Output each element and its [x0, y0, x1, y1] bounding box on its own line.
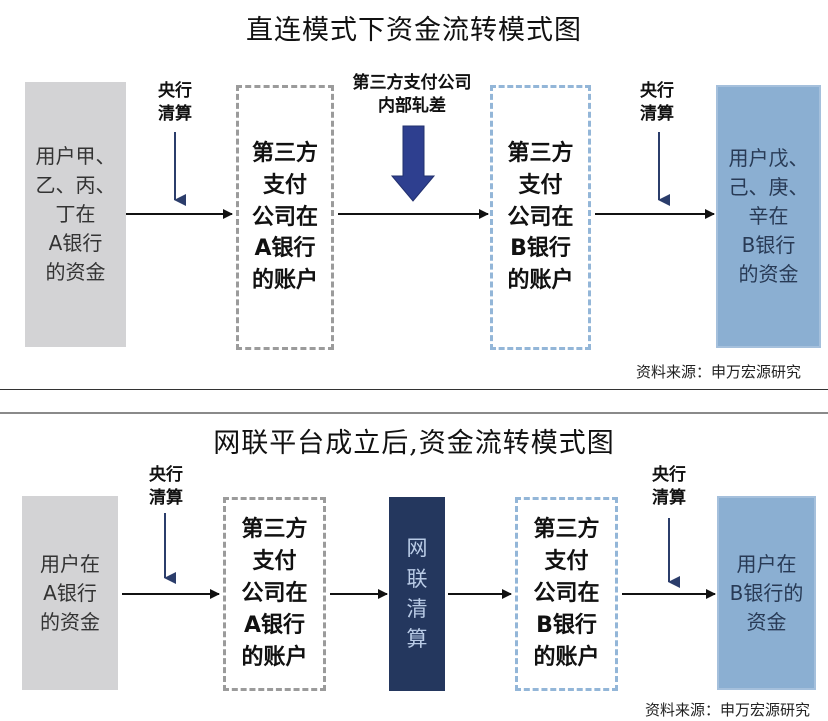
diagram1-title: 直连模式下资金流转模式图 — [246, 15, 582, 46]
node-label: 第三方 支付 公司在 B银行 的账户 — [533, 517, 600, 670]
label-central-bank-clearing-2: 央行 清算 — [652, 465, 686, 508]
node-label: 用户戊、 己、庚、 辛在 B银行 的资金 — [728, 146, 809, 286]
node-label: 第三方 支付 公司在 A银行 的账户 — [241, 517, 308, 670]
divider-top — [0, 389, 828, 390]
node-netunion-clearing: 网 联 清 算 — [389, 497, 445, 691]
node-thirdparty-account-a: 第三方 支付 公司在 A银行 的账户 — [236, 85, 334, 350]
source-note-1: 资料来源：申万宏源研究 — [636, 363, 802, 381]
label-central-bank-clearing-1: 央行 清算 — [158, 81, 192, 124]
label-internal-netting: 第三方支付公司 内部轧差 — [352, 73, 472, 116]
node-source-a-bank-user: 用户在 A银行 的资金 — [22, 496, 118, 690]
node-target-b-bank-users: 用户戊、 己、庚、 辛在 B银行 的资金 — [716, 85, 821, 348]
source-note-2: 资料来源：申万宏源研究 — [645, 701, 811, 719]
node-thirdparty-account-b: 第三方 支付 公司在 B银行 的账户 — [490, 85, 591, 350]
label-central-bank-clearing-2: 央行 清算 — [640, 81, 674, 124]
node-label: 第三方 支付 公司在 A银行 的账户 — [251, 140, 318, 294]
label-central-bank-clearing-1: 央行 清算 — [149, 465, 183, 508]
node-target-b-bank-user: 用户在 B银行的 资金 — [717, 496, 816, 690]
node-label: 第三方 支付 公司在 B银行 的账户 — [507, 140, 574, 294]
node-label: 用户甲、 乙、丙、 丁在 A银行 的资金 — [35, 144, 116, 284]
node-thirdparty-account-a: 第三方 支付 公司在 A银行 的账户 — [223, 497, 326, 691]
big-down-arrow-netting — [390, 125, 436, 202]
diagram2-title: 网联平台成立后,资金流转模式图 — [213, 428, 615, 459]
node-label: 用户在 A银行 的资金 — [40, 551, 100, 634]
node-label: 用户在 B银行的 资金 — [729, 551, 804, 634]
node-source-a-bank-users: 用户甲、 乙、丙、 丁在 A银行 的资金 — [25, 82, 126, 347]
divider-bottom — [0, 412, 828, 414]
node-thirdparty-account-b: 第三方 支付 公司在 B银行 的账户 — [515, 497, 618, 691]
node-label: 网 联 清 算 — [406, 536, 428, 652]
